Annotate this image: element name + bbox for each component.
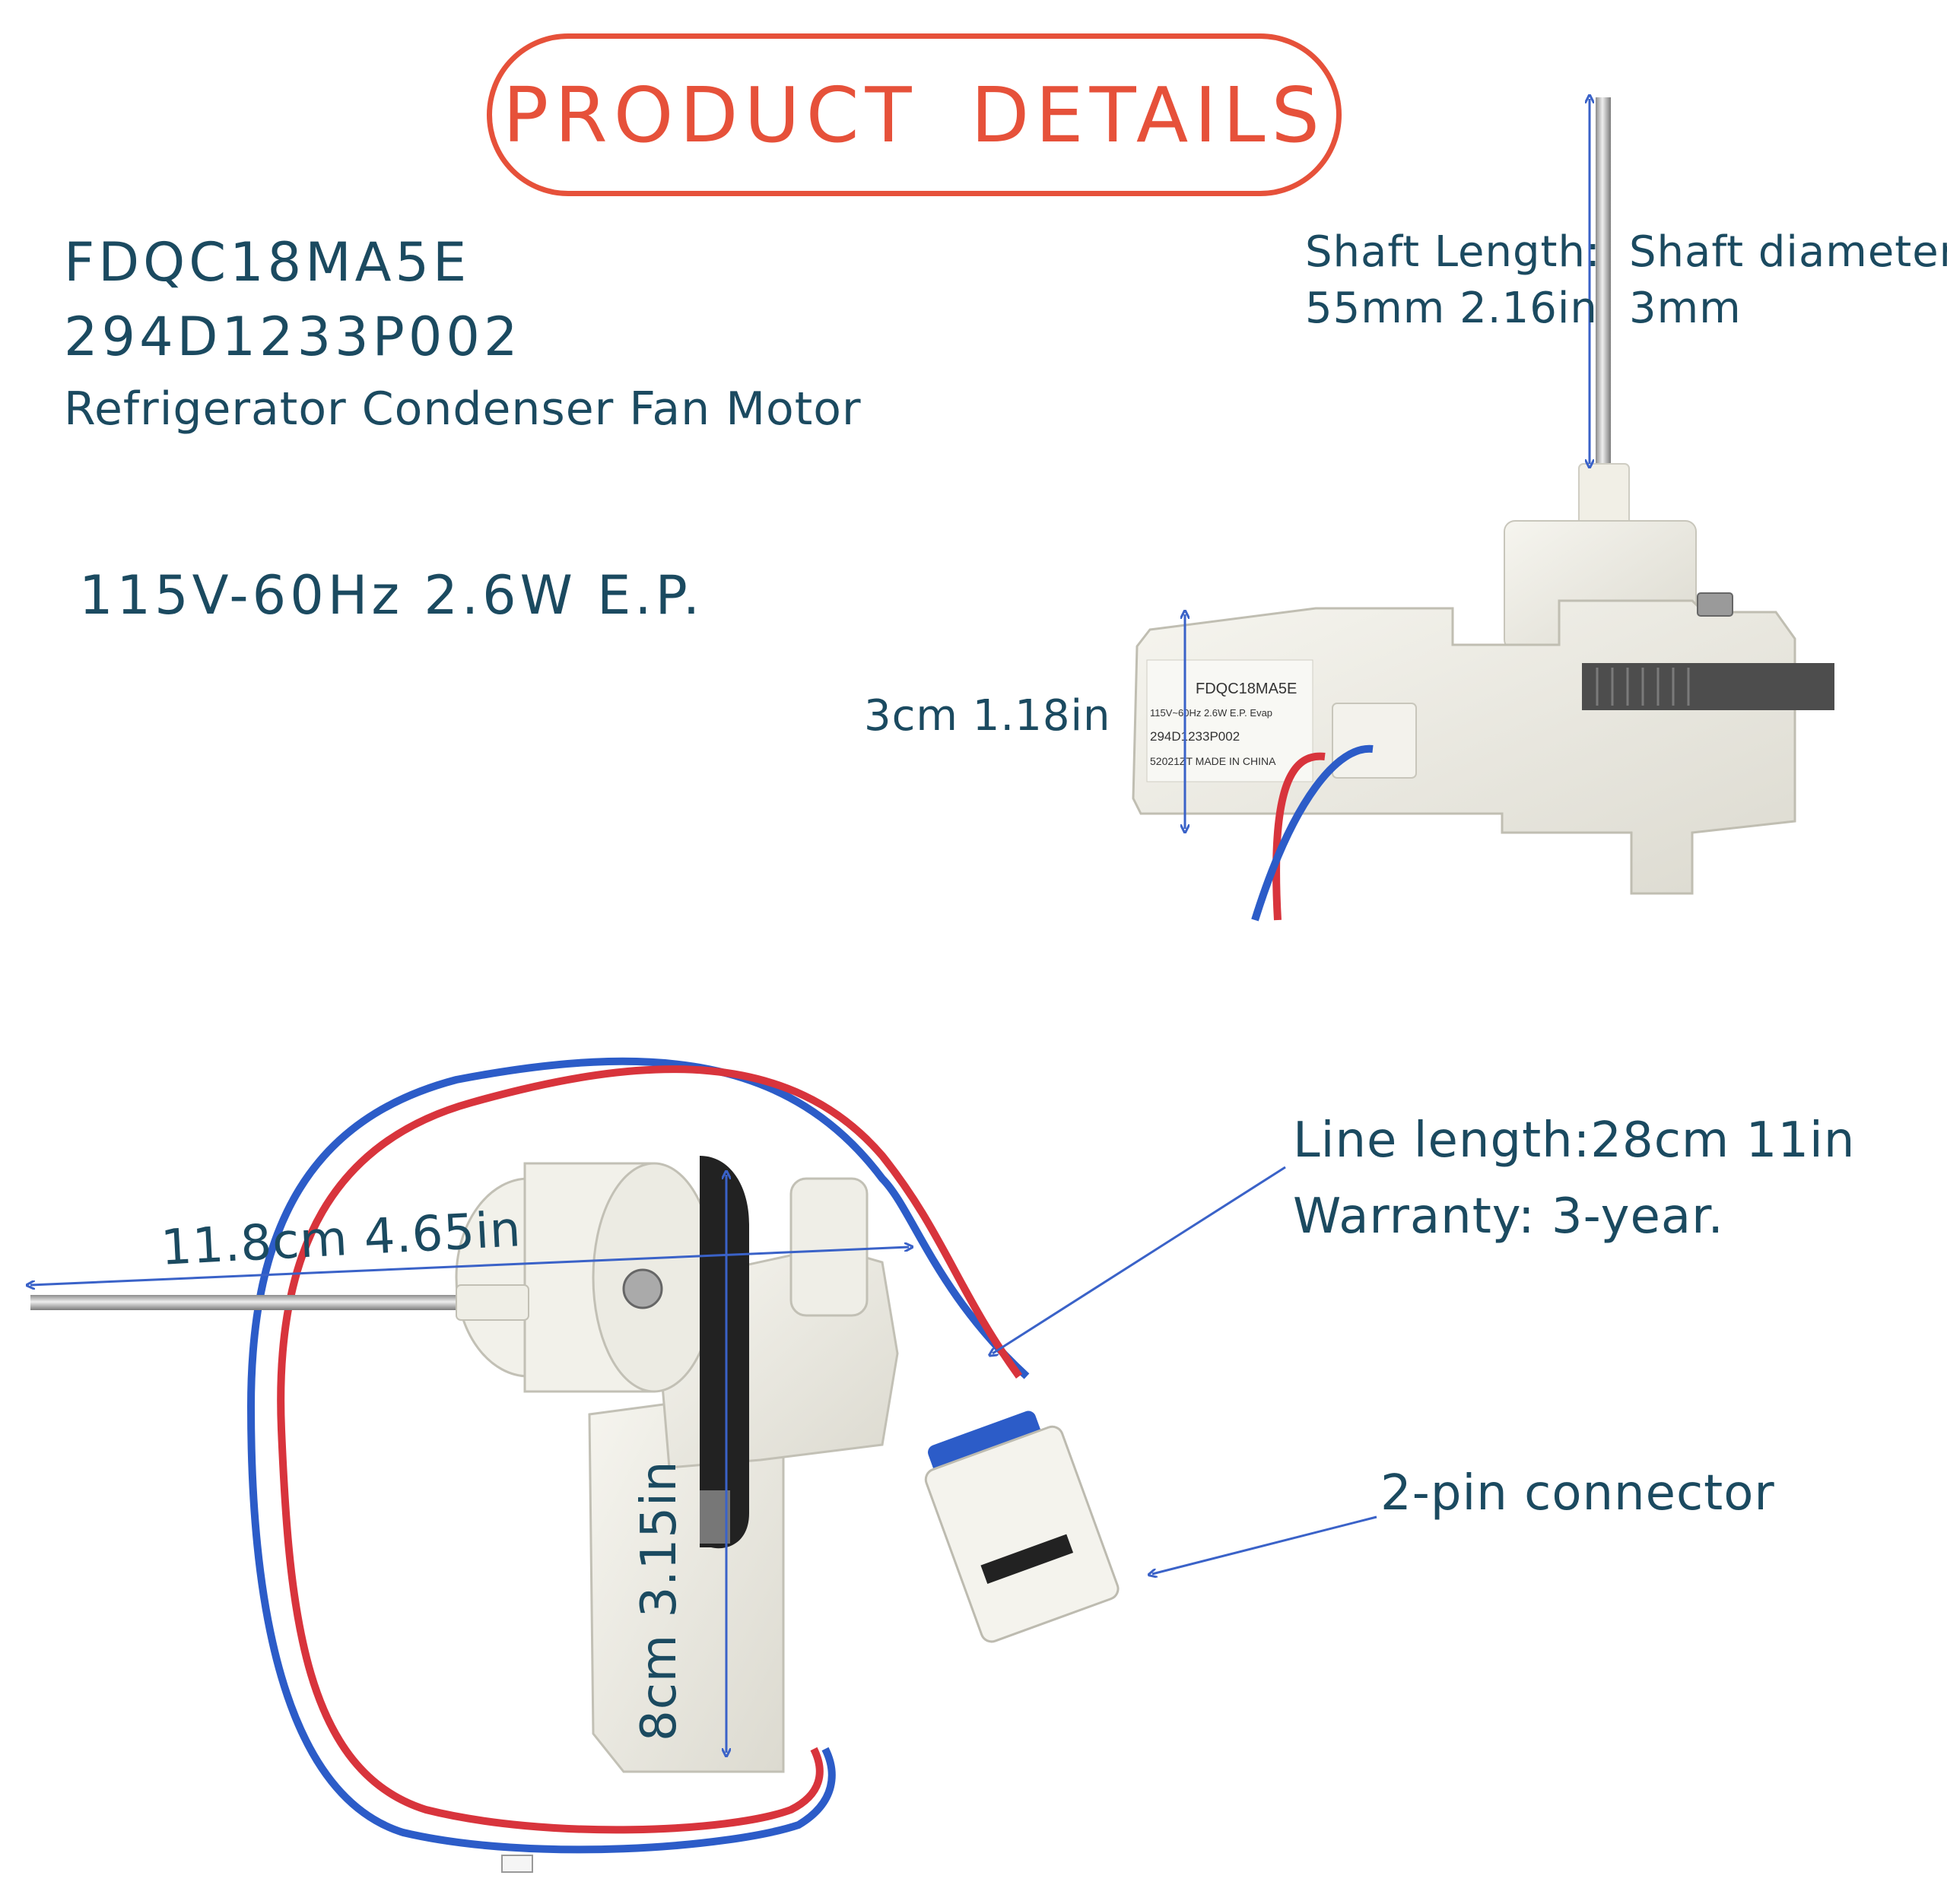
laminations [1582, 663, 1834, 710]
wire-loop-blue [246, 1057, 1030, 1854]
bottom-shaft [30, 1295, 487, 1310]
sticker-line-1: FDQC18MA5E [1196, 681, 1297, 697]
model-number-1: FDQC18MA5E [64, 231, 471, 294]
product-description: Refrigerator Condenser Fan Motor [64, 382, 862, 436]
sticker-line-4: 52021ZT MADE IN CHINA [1150, 755, 1276, 767]
top-shaft [1596, 97, 1611, 478]
line-length-pointer [993, 1166, 1286, 1353]
top-wire-red [1272, 752, 1326, 921]
warranty-label: Warranty: 3-year. [1293, 1188, 1724, 1245]
bottom-motor-image [30, 1057, 1120, 1873]
body-height-label: 3cm 1.18in [864, 691, 1111, 741]
model-number-2: 294D1233P002 [64, 306, 522, 368]
overall-height-label: 8cm 3.15in [631, 1460, 688, 1741]
shaft-diameter-label: Shaft diameter: [1629, 227, 1947, 277]
shaft-length-value: 55mm 2.16in [1305, 284, 1598, 333]
shaft-diameter-value: 3mm [1629, 284, 1742, 333]
shaft-length-label: Shaft Length: [1305, 227, 1601, 277]
wire-loop-red [277, 1065, 1023, 1834]
sticker-line-2: 115V~60Hz 2.6W E.P. Evap [1150, 707, 1272, 719]
width-line [30, 1247, 909, 1285]
page-title: PRODUCT DETAILS [503, 70, 1326, 160]
line-length-label: Line length:28cm 11in [1293, 1112, 1856, 1169]
two-pin-connector [924, 1411, 1120, 1643]
title-banner: PRODUCT DETAILS [487, 33, 1342, 196]
sticker-line-3: 294D1233P002 [1150, 729, 1240, 744]
connector-label: 2-pin connector [1380, 1465, 1775, 1522]
connector-pointer [1152, 1515, 1377, 1574]
top-motor-image: FDQC18MA5E 115V~60Hz 2.6W E.P. Evap 294D… [1132, 97, 1834, 922]
top-wire-blue [1251, 744, 1374, 922]
electrical-rating: 115V-60Hz 2.6W E.P. [79, 564, 704, 627]
